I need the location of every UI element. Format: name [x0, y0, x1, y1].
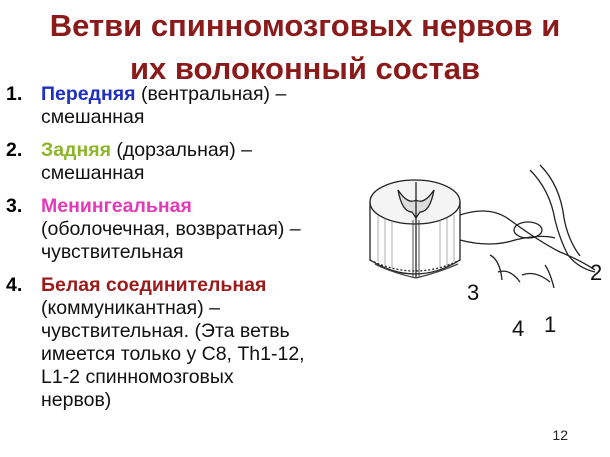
label-3: 3: [467, 280, 480, 305]
item-line: чувствительная: [41, 241, 184, 263]
item-number: 1.: [6, 83, 23, 105]
list-item: 4. Белая соединительная (коммуникантная)…: [6, 274, 376, 412]
list-item: 1. Передняя (вентральная) – смешанная: [6, 83, 376, 129]
item-highlight: Задняя: [41, 139, 111, 161]
list-item: 3. Менингеальная (оболочечная, возвратна…: [6, 195, 376, 264]
list-item: 2. Задняя (дорзальная) – смешанная: [6, 139, 376, 185]
item-line: (оболочечная, возвратная) –: [41, 218, 301, 240]
item-line: Передняя (вентральная) –: [41, 83, 376, 106]
item-line: Менингеальная: [41, 195, 376, 218]
spinal-cord-illustration: [369, 164, 596, 289]
item-line: нервов): [41, 389, 112, 411]
item-line: Задняя (дорзальная) –: [41, 139, 376, 162]
item-highlight: Передняя: [41, 83, 136, 105]
item-highlight: Менингеальная: [41, 195, 192, 217]
slide-title: Ветви спинномозговых нервов и их волокон…: [0, 4, 610, 90]
item-text: (дорзальная) –: [110, 139, 252, 161]
item-line: смешанная: [41, 106, 145, 128]
title-line-1: Ветви спинномозговых нервов и: [49, 8, 561, 43]
item-line: имеется только у С8, Th1-12,: [41, 343, 305, 365]
item-text: (вентральная) –: [135, 83, 287, 105]
item-line: L1-2 спинномозговых: [41, 366, 234, 388]
item-number: 4.: [6, 274, 23, 296]
item-line: (коммуникантная) –: [41, 297, 220, 319]
label-1: 1: [544, 312, 557, 337]
page-number: 12: [552, 427, 568, 443]
title-line-2: их волоконный состав: [129, 51, 481, 86]
item-line: смешанная: [41, 162, 145, 184]
item-number: 2.: [6, 139, 23, 161]
item-highlight: Белая соединительная: [41, 274, 267, 296]
label-4: 4: [512, 316, 525, 341]
item-number: 3.: [6, 195, 23, 217]
branch-list: 1. Передняя (вентральная) – смешанная 2.…: [6, 83, 376, 422]
item-line: Белая соединительная: [41, 274, 376, 297]
item-line: чувствительная. (Эта ветвь: [41, 320, 290, 342]
spinal-nerve-diagram: 2 3 4 1: [350, 160, 605, 345]
label-2: 2: [590, 260, 603, 285]
